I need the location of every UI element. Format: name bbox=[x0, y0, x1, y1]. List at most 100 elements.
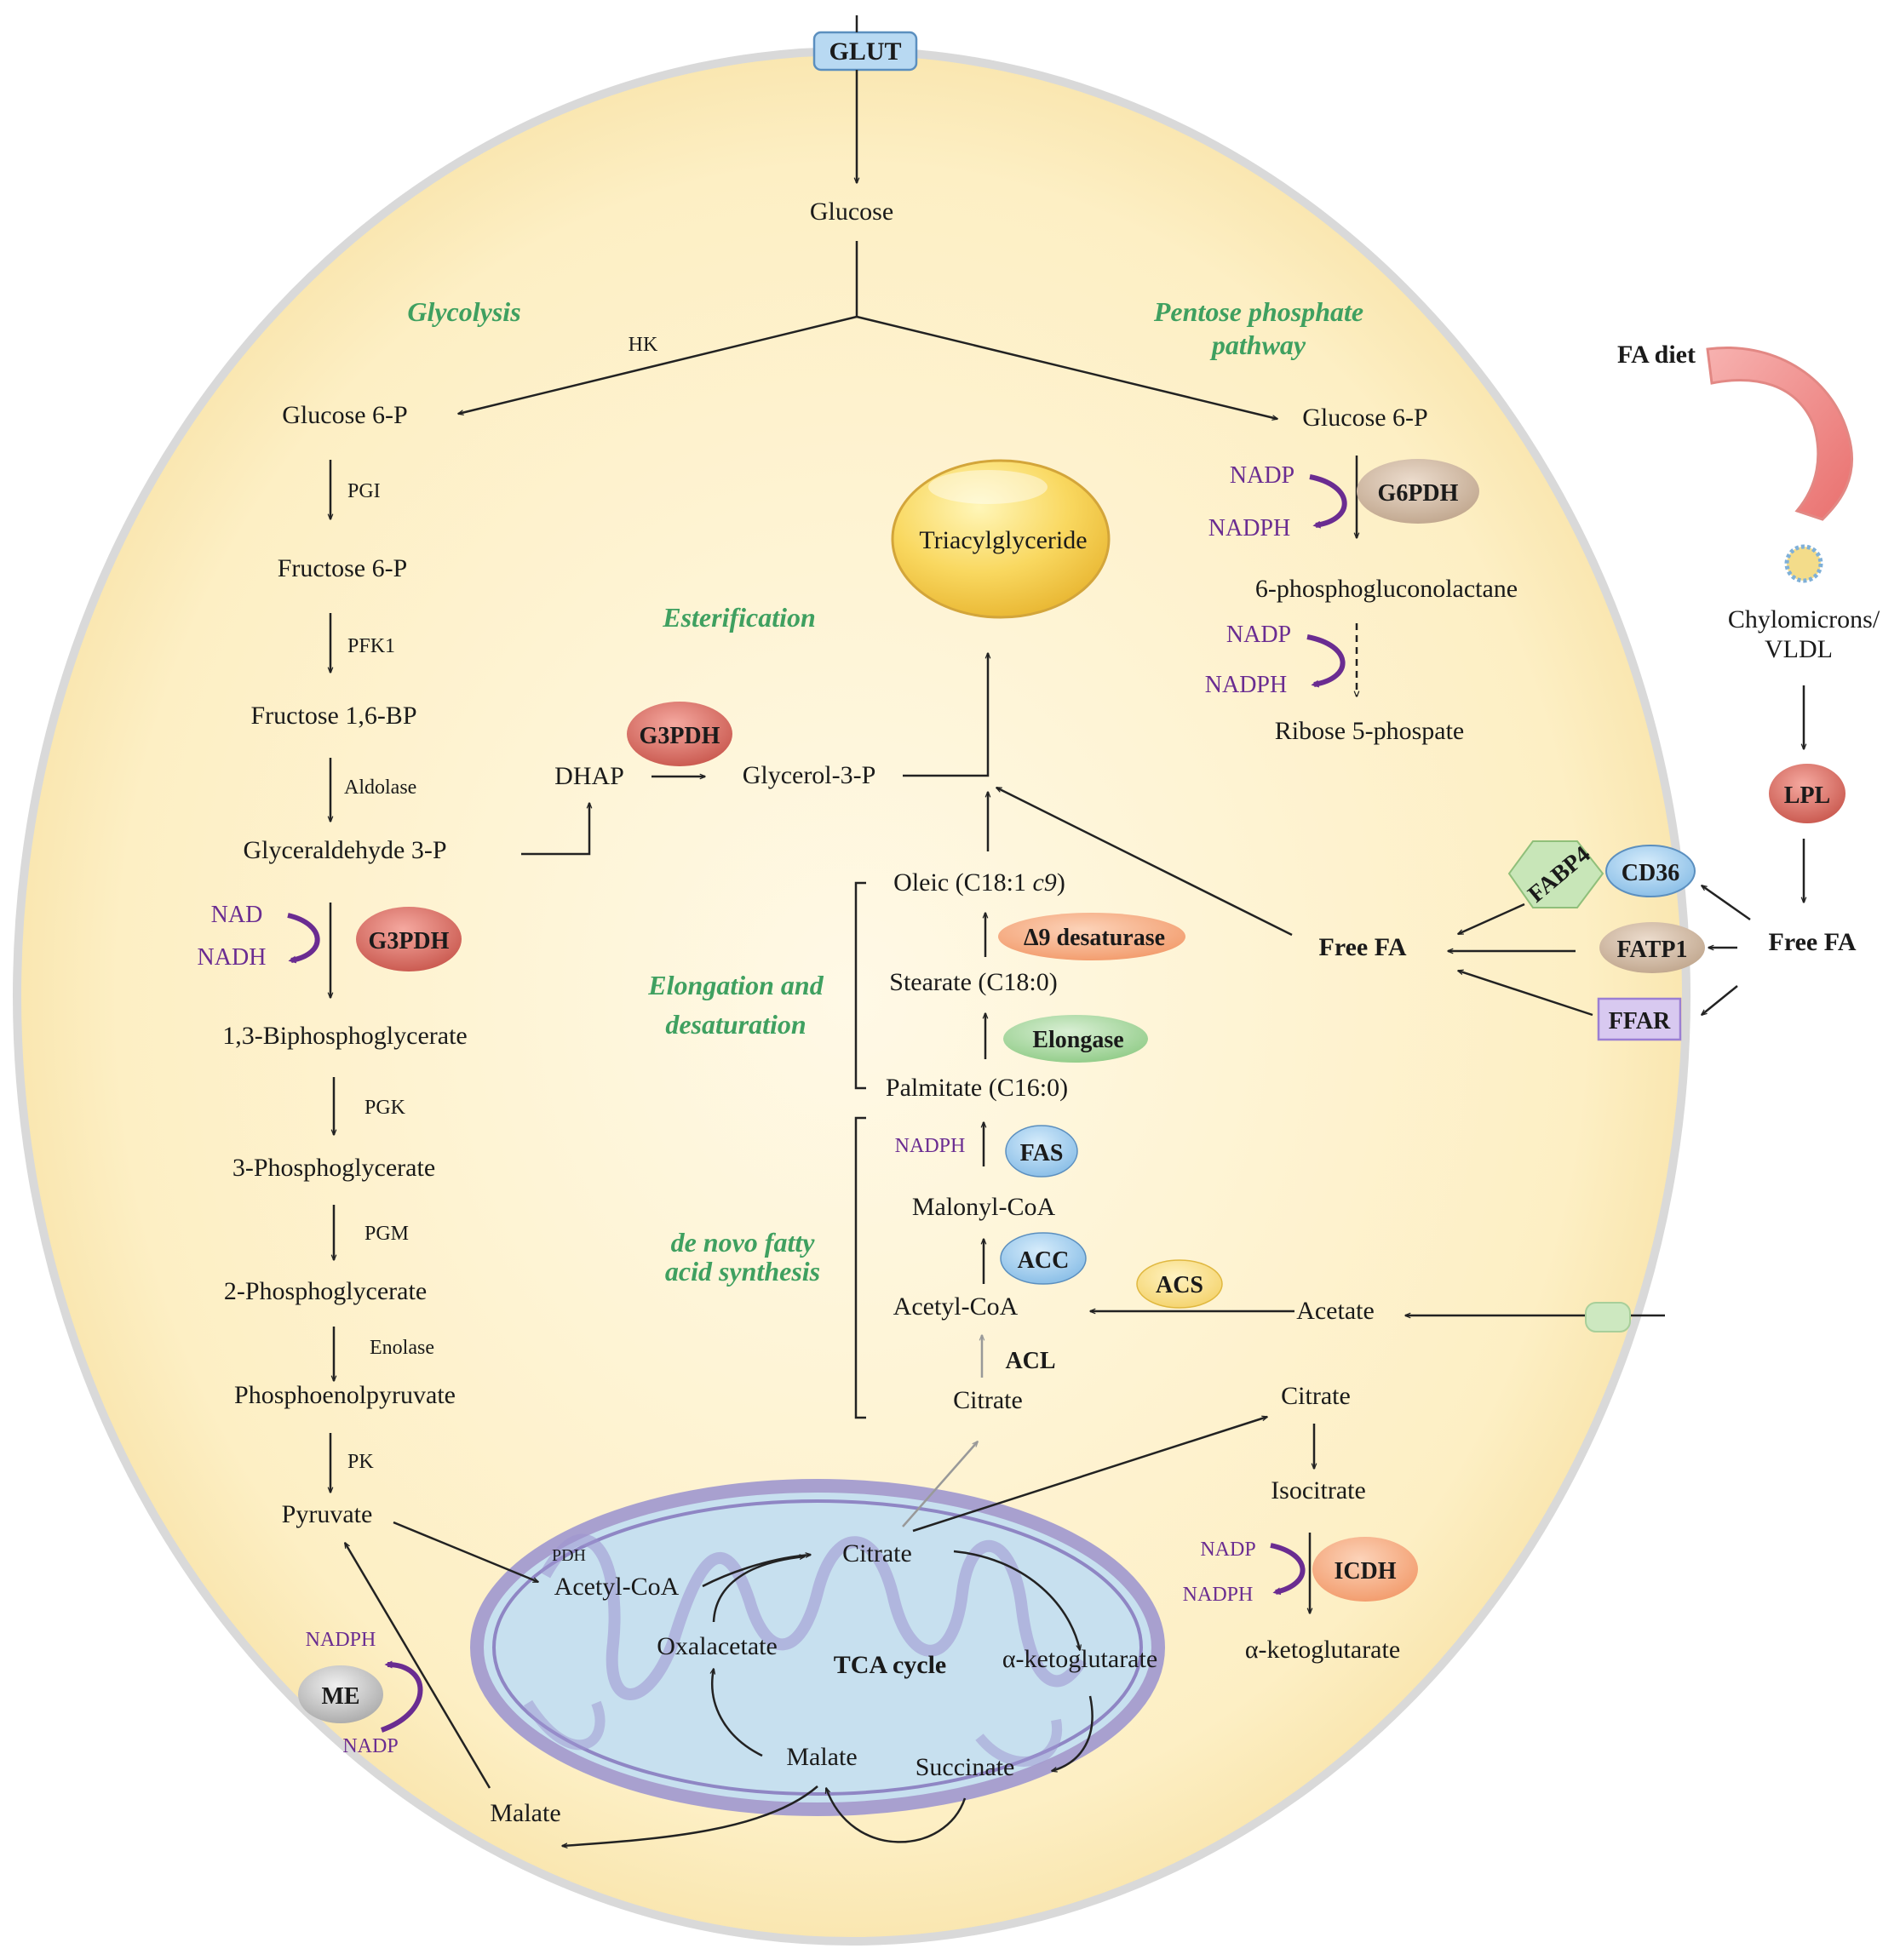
glucose-6p-left: Glucose 6-P bbox=[282, 401, 407, 429]
fatp1-label: FATP1 bbox=[1617, 937, 1688, 963]
fructose-16bp: Fructose 1,6-BP bbox=[251, 702, 417, 730]
fabp4-protein: FABP4 bbox=[1507, 840, 1604, 908]
free-fa-intracellular: Free FA bbox=[1319, 933, 1407, 961]
glut-label: GLUT bbox=[829, 37, 901, 66]
triacylglyceride-label: Triacylglyceride bbox=[919, 526, 1087, 554]
pk-enzyme: PK bbox=[347, 1451, 374, 1473]
fatp1-protein: FATP1 bbox=[1599, 922, 1705, 973]
chylomicron-icon bbox=[1784, 544, 1823, 583]
g6pdh-label: G6PDH bbox=[1378, 480, 1459, 507]
acc-enzyme: ACC bbox=[1000, 1232, 1087, 1285]
acetate-transporter bbox=[1585, 1302, 1631, 1332]
d9-desaturase-enzyme: Δ9 desaturase bbox=[998, 913, 1185, 960]
g6pdh-enzyme: G6PDH bbox=[1357, 459, 1479, 524]
tca-cycle-label: TCA cycle bbox=[834, 1651, 946, 1679]
bpg-13: 1,3-Biphosphoglycerate bbox=[222, 1022, 467, 1050]
oxalacetate: Oxalacetate bbox=[657, 1632, 778, 1660]
ppp-label-line1: Pentose phosphate bbox=[1153, 296, 1363, 327]
denovo-label-line1: de novo fatty bbox=[671, 1227, 816, 1258]
fas-enzyme: FAS bbox=[1005, 1125, 1078, 1178]
succinate: Succinate bbox=[916, 1753, 1015, 1781]
nadph-icdh: NADPH bbox=[1183, 1584, 1254, 1606]
g3pdh-enzyme-lipid: G3PDH bbox=[627, 702, 732, 766]
pdh-enzyme: PDH bbox=[552, 1546, 586, 1565]
icdh-enzyme: ICDH bbox=[1312, 1537, 1418, 1602]
glycolysis-label: Glycolysis bbox=[407, 296, 520, 327]
lpl-label: LPL bbox=[1784, 782, 1830, 809]
malate-cytosol: Malate bbox=[490, 1799, 560, 1827]
phosphogluconolactone: 6-phosphogluconolactane bbox=[1255, 575, 1518, 603]
elongase-enzyme: Elongase bbox=[1003, 1015, 1148, 1063]
icdh-label: ICDH bbox=[1334, 1558, 1396, 1585]
acs-label: ACS bbox=[1156, 1272, 1203, 1298]
isocitrate: Isocitrate bbox=[1271, 1476, 1366, 1504]
elongase-label: Elongase bbox=[1032, 1027, 1123, 1053]
stearate: Stearate (C18:0) bbox=[889, 968, 1057, 996]
nadph-ppp-2: NADPH bbox=[1205, 672, 1287, 698]
phosphoglycerate-2: 2-Phosphoglycerate bbox=[224, 1277, 427, 1305]
glucose: Glucose bbox=[810, 198, 893, 226]
nadph-me: NADPH bbox=[306, 1629, 376, 1651]
fas-label: FAS bbox=[1020, 1140, 1064, 1166]
me-label: ME bbox=[321, 1683, 359, 1710]
ppp-label-line2: pathway bbox=[1209, 330, 1306, 360]
enolase-enzyme: Enolase bbox=[370, 1337, 434, 1359]
d9-desaturase-label: Δ9 desaturase bbox=[1024, 925, 1165, 951]
g3pdh-label-glycolysis: G3PDH bbox=[369, 928, 450, 954]
acl-enzyme: ACL bbox=[1005, 1348, 1055, 1374]
fructose-6p: Fructose 6-P bbox=[278, 554, 408, 582]
nadp-icdh: NADP bbox=[1200, 1539, 1255, 1561]
elongation-label-line1: Elongation and bbox=[647, 970, 824, 1000]
chylomicrons-line2: VLDL bbox=[1765, 635, 1833, 663]
glycerol-3p: Glycerol-3-P bbox=[743, 761, 876, 789]
nadph-ppp-1: NADPH bbox=[1208, 515, 1290, 542]
esterification-label: Esterification bbox=[662, 602, 816, 633]
nadp-me: NADP bbox=[342, 1735, 398, 1757]
ribose-5p: Ribose 5-phospate bbox=[1275, 717, 1464, 745]
triacylglyceride-droplet: Triacylglyceride bbox=[891, 459, 1111, 619]
acc-label: ACC bbox=[1018, 1247, 1070, 1274]
intestine-icon bbox=[1706, 347, 1853, 521]
malonyl-coa: Malonyl-CoA bbox=[912, 1193, 1056, 1221]
nadph-fas: NADPH bbox=[895, 1135, 966, 1157]
pgi-enzyme: PGI bbox=[347, 480, 381, 502]
pgk-enzyme: PGK bbox=[365, 1097, 406, 1119]
dhap: DHAP bbox=[554, 762, 624, 790]
free-fa-extracellular: Free FA bbox=[1769, 928, 1857, 956]
alpha-ketoglutarate-mito: α-ketoglutarate bbox=[1002, 1645, 1157, 1673]
cd36-label: CD36 bbox=[1622, 860, 1679, 886]
citrate-cytosol-left: Citrate bbox=[953, 1386, 1023, 1414]
mitochondrion bbox=[470, 1479, 1165, 1816]
pyruvate: Pyruvate bbox=[282, 1500, 373, 1528]
glucose-6p-right: Glucose 6-P bbox=[1302, 404, 1427, 432]
acs-enzyme: ACS bbox=[1136, 1259, 1223, 1309]
ffar-label: FFAR bbox=[1609, 1008, 1671, 1034]
hk-enzyme: HK bbox=[629, 334, 658, 356]
acetyl-coa-mito: Acetyl-CoA bbox=[554, 1573, 680, 1601]
malate-mito: Malate bbox=[786, 1743, 857, 1771]
phosphoglycerate-3: 3-Phosphoglycerate bbox=[232, 1154, 435, 1182]
acetyl-coa-cytosol: Acetyl-CoA bbox=[893, 1292, 1019, 1321]
denovo-label-line2: acid synthesis bbox=[665, 1256, 820, 1287]
palmitate: Palmitate (C16:0) bbox=[886, 1074, 1068, 1102]
chylomicrons-line1: Chylomicrons/ bbox=[1728, 605, 1880, 633]
cd36-protein: CD36 bbox=[1605, 845, 1696, 897]
pfk1-enzyme: PFK1 bbox=[347, 635, 395, 657]
pgm-enzyme: PGM bbox=[365, 1223, 409, 1245]
ffar-receptor: FFAR bbox=[1597, 997, 1682, 1041]
glut-transporter: GLUT bbox=[812, 31, 918, 72]
phosphoenolpyruvate: Phosphoenolpyruvate bbox=[234, 1381, 456, 1409]
glyceraldehyde-3p: Glyceraldehyde 3-P bbox=[243, 836, 446, 864]
oleic-acid: Oleic (C18:1 c9) bbox=[893, 868, 1065, 897]
nadp-ppp-1: NADP bbox=[1230, 462, 1294, 489]
citrate-mito: Citrate bbox=[842, 1539, 912, 1567]
nad-cofactor: NAD bbox=[211, 902, 263, 928]
me-enzyme: ME bbox=[298, 1665, 383, 1723]
g3pdh-label-lipid: G3PDH bbox=[640, 723, 720, 749]
nadp-ppp-2: NADP bbox=[1226, 622, 1291, 648]
elongation-label-line2: desaturation bbox=[665, 1009, 806, 1040]
g3pdh-enzyme-glycolysis: G3PDH bbox=[356, 907, 462, 971]
alpha-ketoglutarate-cytosol: α-ketoglutarate bbox=[1245, 1636, 1400, 1664]
